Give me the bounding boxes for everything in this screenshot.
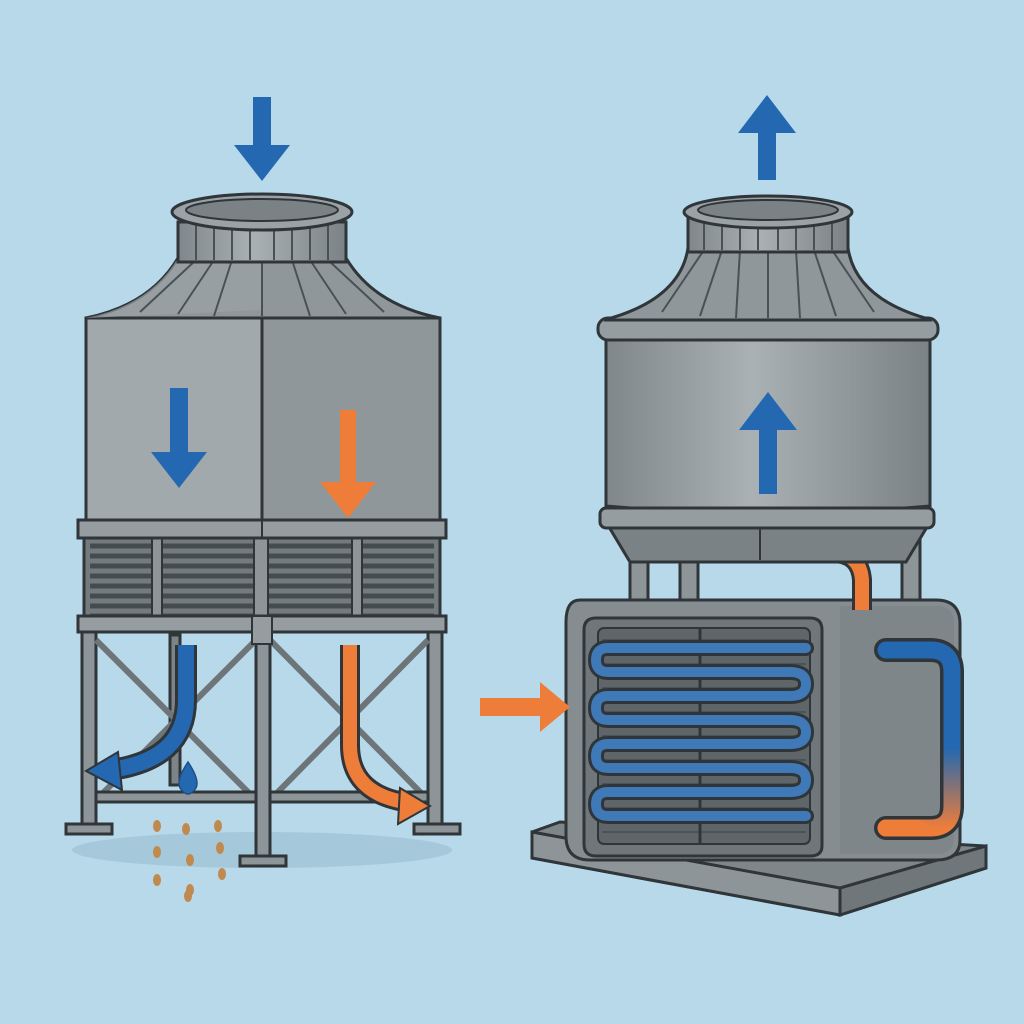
air-inlet-top-arrow bbox=[234, 97, 290, 181]
serpentine-heat-exchanger-coil bbox=[588, 640, 814, 824]
right-cooling-tower bbox=[480, 95, 988, 918]
air-inlet-side-arrow bbox=[480, 682, 570, 732]
air-exhaust-top-arrow bbox=[738, 95, 796, 180]
water-drop-icon bbox=[178, 760, 198, 795]
water-down-arrow bbox=[151, 388, 207, 488]
air-up-body-arrow bbox=[739, 392, 797, 494]
tower-casing bbox=[76, 316, 448, 540]
right-fan-stack bbox=[682, 194, 854, 254]
hot-water-down-arrow bbox=[320, 410, 376, 518]
hot-water-out-arrowhead bbox=[396, 786, 432, 826]
cold-water-out-arrowhead bbox=[83, 750, 124, 792]
fan-stack bbox=[170, 192, 354, 264]
left-cooling-tower bbox=[64, 97, 462, 902]
tower-hood bbox=[85, 256, 441, 320]
air-inlet-louvers bbox=[76, 533, 448, 645]
sediment-dots bbox=[153, 820, 226, 902]
